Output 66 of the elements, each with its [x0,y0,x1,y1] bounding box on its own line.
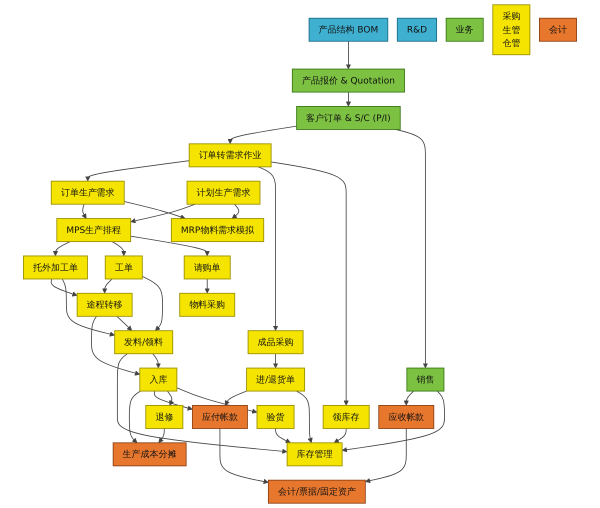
arrow [346,40,352,70]
arrow [50,278,78,296]
arrow [220,428,269,484]
arrow [334,428,347,444]
node-box: 托外加工单 [23,256,88,280]
arrow [52,241,71,256]
node-box: MPS生产排程 [56,218,132,242]
arrow [166,390,174,406]
node-box: 库存管理 [286,442,343,466]
arrow [158,428,165,444]
arrow [112,241,126,256]
node-box: 计划生产需求 [186,180,260,205]
node-box: 业务 [446,18,484,42]
arrow [116,316,132,331]
arrow [130,204,196,224]
node-box: 物料采购 [179,292,236,317]
arrow [204,278,210,294]
node-box: 成品采购 [248,330,304,354]
arrow [224,390,248,406]
node-box: 会计/票据/固定资产 [268,480,366,504]
arrow [62,278,115,337]
arrow [152,353,161,368]
node-box: 应收帐款 [378,405,434,429]
node-box: 生产成本分摊 [112,442,187,466]
node-box: 途程转移 [76,292,133,317]
arrow [270,162,349,406]
arrow [154,390,193,411]
arrow [346,92,352,107]
arrow [124,201,186,220]
node-box: 产品报价 & Quotation [292,68,405,93]
node-box: 验货 [256,405,295,429]
arrow [395,129,428,368]
arrow [296,390,313,444]
node-box: 订单生产需求 [50,180,125,205]
node-box: 请购单 [184,256,231,280]
node-box: 订单转需求作业 [188,143,272,168]
arrow [85,160,190,182]
node-box: 发料/领料 [114,330,174,354]
arrow [258,166,278,331]
node-box: 客户订单 & S/C (P/I) [296,106,401,130]
node-box: 退修 [145,405,184,429]
arrow [128,390,141,444]
node-box: 入库 [139,368,178,392]
arrow [365,428,407,484]
arrow [102,278,112,294]
arrow [116,353,288,454]
arrow [82,204,87,219]
arrow [272,353,278,368]
node-box: R&D [396,18,438,42]
arrow [91,316,140,376]
node-box: 工单 [104,256,143,280]
arrow [404,390,414,406]
node-box: 进/退货单 [246,368,306,392]
arrow [275,428,291,444]
arrow [342,390,445,452]
arrow [130,236,210,256]
arrow [232,204,240,219]
node-box: 领库存 [322,405,370,429]
arrow [142,276,163,331]
node-box: 会计 [539,18,577,42]
node-box: 采购 生管 仓管 [492,4,530,56]
node-box: 销售 [406,368,444,392]
node-box: 应付帐款 [192,405,248,429]
node-box: MRP物料需求模拟 [170,218,264,242]
node-box: 产品结构 BOM [308,18,388,42]
arrow [228,126,298,144]
